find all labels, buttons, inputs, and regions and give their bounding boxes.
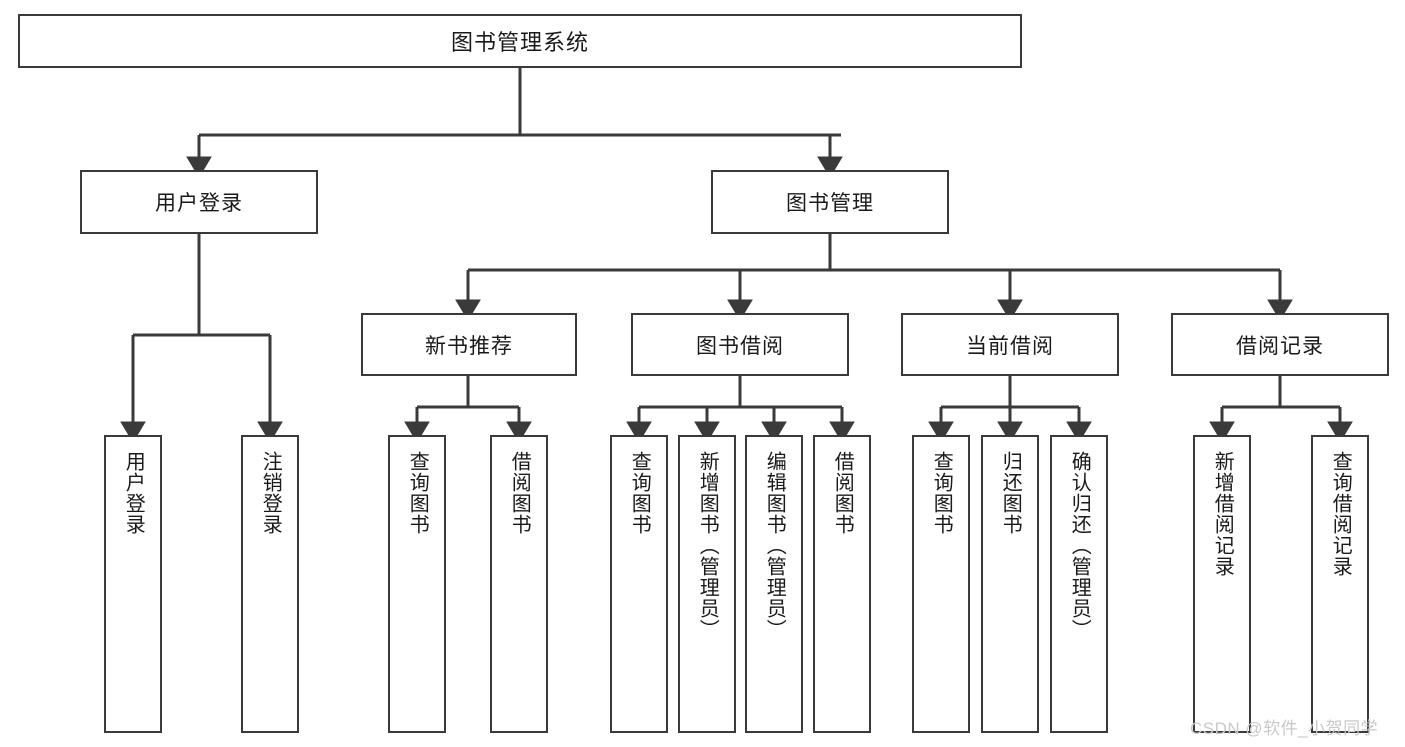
node-label: 借阅记录 <box>1236 334 1324 358</box>
node-label: 编辑图书（管理员） <box>763 451 786 640</box>
leaf-add-book[interactable]: 新增图书（管理员） <box>678 435 736 733</box>
leaf-query-book-3[interactable]: 查询图书 <box>912 435 970 733</box>
node-label: 借阅图书 <box>831 451 854 535</box>
node-label: 查询图书 <box>930 451 953 535</box>
leaf-query-book-1[interactable]: 查询图书 <box>388 435 446 733</box>
node-label: 查询借阅记录 <box>1329 451 1352 577</box>
leaf-edit-book[interactable]: 编辑图书（管理员） <box>745 435 803 733</box>
node-label: 用户登录 <box>122 451 145 535</box>
leaf-query-book-2[interactable]: 查询图书 <box>610 435 668 733</box>
node-current-borrow[interactable]: 当前借阅 <box>901 313 1119 376</box>
leaf-borrow-book-1[interactable]: 借阅图书 <box>490 435 548 733</box>
node-label: 查询图书 <box>406 451 429 535</box>
node-label: 新增图书（管理员） <box>696 451 719 640</box>
node-label: 确认归还（管理员） <box>1068 451 1091 640</box>
node-label: 用户登录 <box>155 192 243 215</box>
node-label: 注销登录 <box>259 451 282 535</box>
node-book-manage[interactable]: 图书管理 <box>711 170 949 234</box>
node-label: 图书管理 <box>786 192 874 215</box>
node-book-borrow[interactable]: 图书借阅 <box>631 313 849 376</box>
node-label: 图书借阅 <box>696 334 784 358</box>
node-user-login[interactable]: 用户登录 <box>80 170 318 234</box>
csdn-watermark: CSDN @软件_小贺同学 <box>1190 719 1379 738</box>
leaf-borrow-book-2[interactable]: 借阅图书 <box>813 435 871 733</box>
node-label: 借阅图书 <box>508 451 531 535</box>
leaf-confirm-return[interactable]: 确认归还（管理员） <box>1050 435 1108 733</box>
node-label: 归还图书 <box>999 451 1022 535</box>
node-label: 查询图书 <box>628 451 651 535</box>
node-label: 新增借阅记录 <box>1211 451 1234 577</box>
leaf-return-book[interactable]: 归还图书 <box>981 435 1039 733</box>
leaf-logout-login[interactable]: 注销登录 <box>241 435 299 733</box>
node-label: 当前借阅 <box>966 334 1054 358</box>
leaf-add-record[interactable]: 新增借阅记录 <box>1193 435 1251 733</box>
node-label: 新书推荐 <box>425 334 513 358</box>
node-label: 图书管理系统 <box>450 30 589 55</box>
leaf-user-login[interactable]: 用户登录 <box>104 435 162 733</box>
node-new-book-rec[interactable]: 新书推荐 <box>361 313 577 376</box>
leaf-query-record[interactable]: 查询借阅记录 <box>1311 435 1369 733</box>
node-borrow-record[interactable]: 借阅记录 <box>1171 313 1389 376</box>
node-root-system[interactable]: 图书管理系统 <box>18 14 1022 68</box>
